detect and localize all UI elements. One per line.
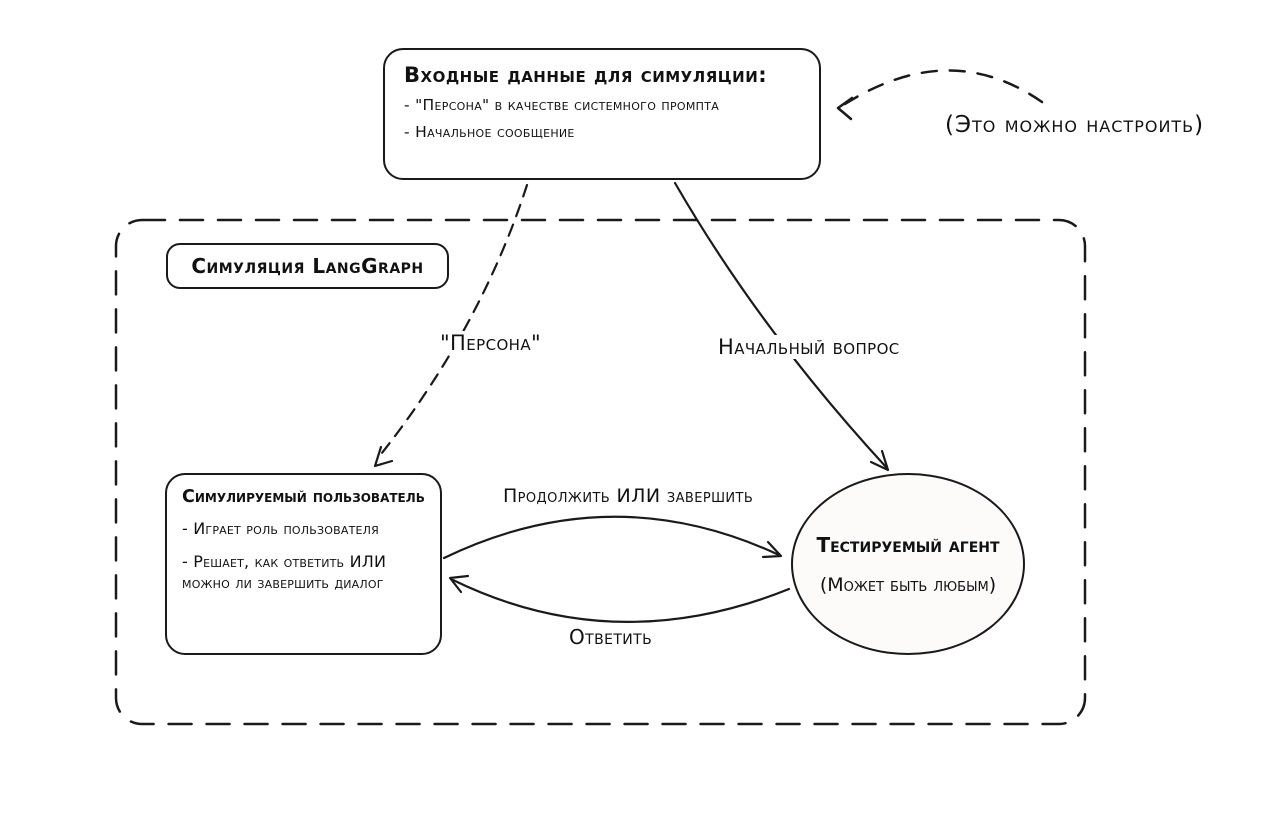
continue-or-finish-edge-label: Продолжить ИЛИ завершить — [499, 485, 758, 507]
simulated-user-box: Симулируемый пользователь - Играет роль … — [165, 473, 442, 655]
continue-or-finish-arrowhead-icon — [761, 540, 783, 559]
persona-arrowhead-icon — [373, 445, 394, 468]
configurable-annotation: (Это можно настроить) — [945, 112, 1205, 138]
annotation-dashed-arrow — [843, 69, 1044, 106]
annotation-arrowhead-icon — [836, 96, 854, 121]
respond-edge-label: Ответить — [565, 625, 657, 649]
simulated-user-item-decides: - Решает, как ответить ИЛИ можно ли заве… — [182, 551, 387, 593]
simulation-input-item-persona: - "Персона" в качестве системного промпт… — [404, 96, 720, 114]
langgraph-simulation-label-box: Симуляция LangGraph — [166, 243, 449, 289]
tested-agent-title: Тестируемый агент — [816, 532, 1000, 557]
tested-agent-ellipse: Тестируемый агент (Может быть любым) — [791, 473, 1025, 655]
continue-or-finish-edge — [442, 515, 781, 560]
initial-question-arrowhead-icon — [869, 449, 890, 472]
tested-agent-subtitle: (Может быть любым) — [819, 573, 997, 596]
respond-edge — [451, 578, 791, 623]
simulation-boundary-dashed-box — [114, 218, 1087, 726]
respond-arrowhead-icon — [448, 574, 470, 594]
initial-question-edge-label: Начальный вопрос — [714, 335, 904, 359]
persona-edge-label: "Персона" — [436, 331, 546, 355]
simulation-inputs-box: Входные данные для симуляции: - "Персона… — [383, 48, 821, 180]
persona-dashed-edge — [376, 183, 529, 460]
simulated-user-title: Симулируемый пользователь — [182, 487, 425, 507]
simulation-input-item-initial-message: - Начальное сообщение — [404, 123, 575, 141]
initial-question-edge — [673, 181, 888, 469]
simulated-user-item-role: - Играет роль пользователя — [182, 519, 379, 538]
simulation-inputs-title: Входные данные для симуляции: — [404, 63, 768, 87]
